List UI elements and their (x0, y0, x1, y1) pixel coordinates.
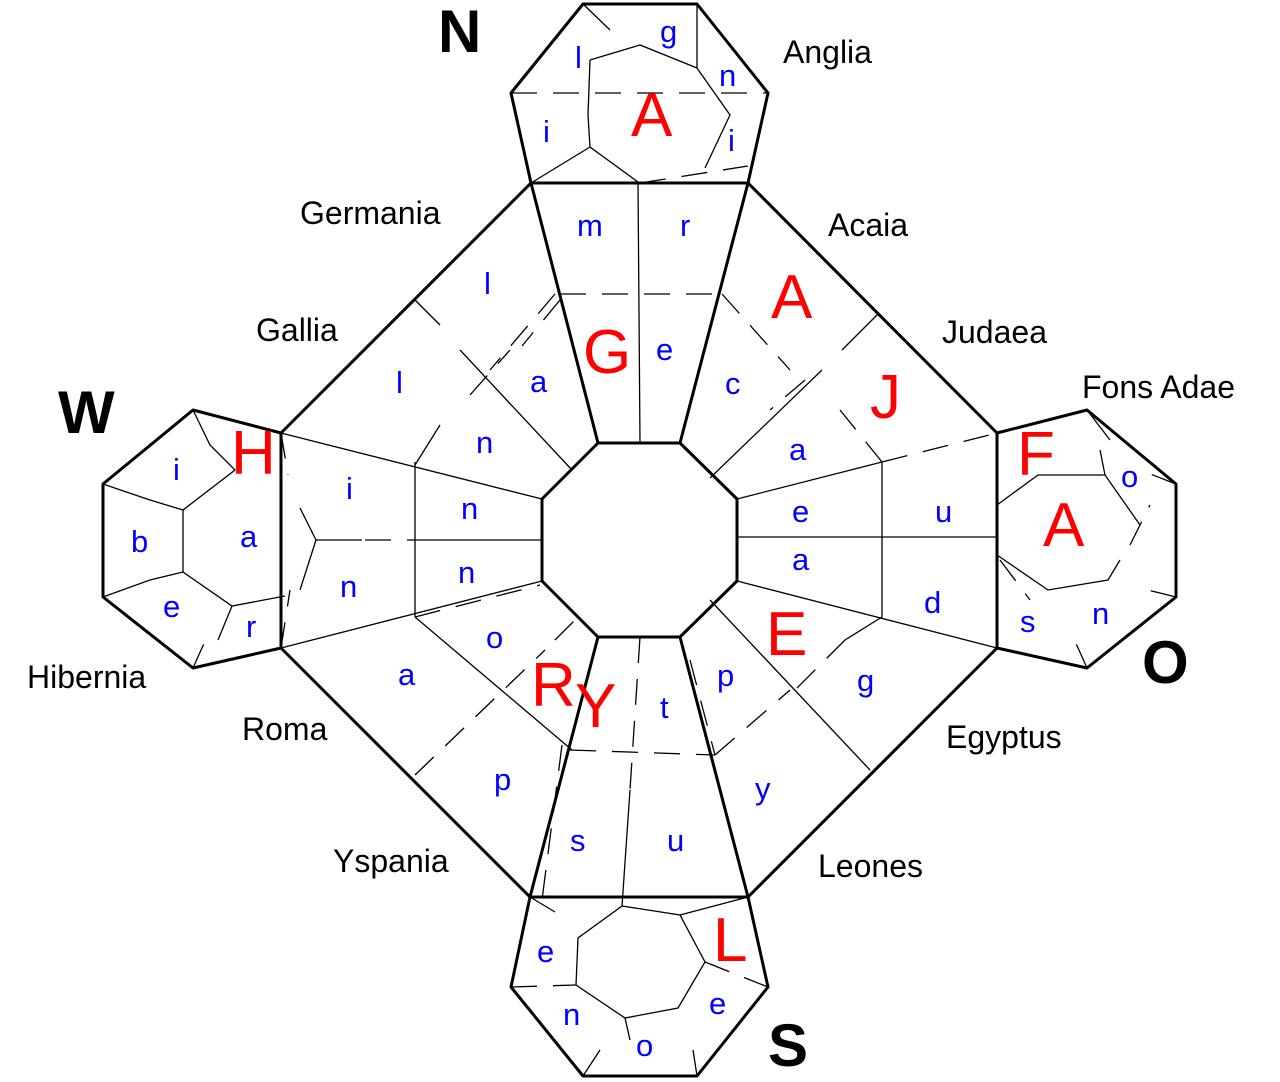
small-letter-lower-p2: p (494, 762, 511, 797)
big-letter-j: J (870, 363, 901, 432)
region-roma: Roma (242, 711, 328, 747)
small-letter-lower-g: g (857, 663, 874, 698)
big-letter-y: Y (575, 672, 616, 741)
small-letter-north-n: n (719, 58, 736, 93)
small-letter-east-e: e (792, 494, 809, 529)
north-stem-left (529, 182, 600, 444)
small-letter-west-e: e (163, 589, 180, 624)
small-letter-west-b: b (131, 524, 148, 559)
region-judaea: Judaea (942, 314, 1047, 350)
south-stem-right (678, 636, 750, 898)
ne-edge (746, 181, 999, 435)
small-letter-lower-a: a (398, 657, 416, 692)
compass-east: O (1142, 629, 1189, 696)
small-letter-warm-n3: n (458, 555, 475, 590)
small-letter-upper-r: r (680, 208, 690, 243)
big-letter-r: R (531, 651, 576, 720)
large-letters: A G A J H F A E R Y L (231, 81, 1085, 975)
small-letter-north-g: g (660, 14, 677, 49)
region-gallia: Gallia (256, 312, 338, 348)
sw-edge (279, 646, 532, 899)
small-letter-east-a1: a (789, 432, 807, 467)
small-letter-lower-t: t (660, 690, 669, 725)
region-acaia: Acaia (828, 207, 908, 243)
small-letter-east-u: u (935, 494, 952, 529)
small-letter-south-n: n (563, 997, 580, 1032)
compass-labels: N W O S (58, 0, 1189, 1079)
small-letter-lower-s: s (570, 823, 586, 858)
small-letter-north-l: l (575, 40, 582, 75)
nw-edge (279, 181, 533, 435)
big-letter-east-a: A (1043, 491, 1085, 560)
small-letter-fons-n: n (1092, 596, 1109, 631)
se-edge (746, 646, 999, 899)
big-letter-upper-right-a: A (771, 263, 813, 332)
small-letter-upper-l2: l (396, 365, 403, 400)
region-fons-adae: Fons Adae (1082, 369, 1235, 405)
small-letter-west-i: i (173, 452, 180, 487)
structural-outlines (101, 2, 1178, 1078)
small-letter-upper-m: m (577, 208, 603, 243)
small-letter-upper-c: c (725, 366, 741, 401)
small-letter-lower-p1: p (717, 658, 734, 693)
small-letter-lower-u: u (667, 823, 684, 858)
big-letter-e: E (766, 600, 807, 669)
south-stem-left (528, 636, 600, 898)
region-hibernia: Hibernia (27, 659, 146, 695)
small-letter-north-i2: i (728, 123, 735, 158)
small-letter-lower-o: o (486, 620, 503, 655)
big-letter-north-a: A (631, 81, 673, 150)
maze-lines-dashed (192, 92, 1177, 1041)
small-letter-fons-o: o (1121, 459, 1138, 494)
small-letter-south-e2: e (709, 986, 726, 1021)
small-letter-lower-y: y (755, 771, 771, 806)
region-egyptus: Egyptus (946, 719, 1062, 755)
small-letter-north-i1: i (543, 114, 550, 149)
small-letter-south-e1: e (537, 934, 554, 969)
region-labels: Anglia Germania Acaia Gallia Judaea Fons… (27, 34, 1235, 884)
small-letter-warm-n1: n (476, 425, 493, 460)
region-leones: Leones (818, 848, 923, 884)
compass-north: N (438, 0, 481, 65)
maze-lines-solid (102, 3, 1141, 1077)
small-letter-upper-e: e (656, 332, 673, 367)
big-letter-h: H (231, 419, 276, 488)
small-letter-warm-n4: n (340, 569, 357, 604)
compass-west: W (58, 379, 115, 446)
big-letter-l: L (713, 906, 747, 975)
small-letter-south-o: o (636, 1028, 653, 1063)
big-letter-g: G (583, 318, 631, 387)
center-octagon (540, 441, 739, 639)
small-letter-warm-n2: n (461, 491, 478, 526)
small-letter-east-d: d (924, 585, 941, 620)
small-letter-upper-a: a (530, 364, 548, 399)
small-letter-warm-i: i (346, 471, 353, 506)
region-anglia: Anglia (783, 34, 872, 70)
region-germania: Germania (300, 195, 441, 231)
big-letter-f: F (1017, 420, 1055, 489)
small-letter-east-a2: a (792, 542, 810, 577)
compass-south: S (768, 1012, 808, 1079)
small-letter-upper-l1: l (484, 266, 491, 301)
small-letter-west-r: r (246, 609, 256, 644)
region-yspania: Yspania (333, 843, 449, 879)
north-stem-right (678, 182, 750, 444)
small-letter-west-a: a (240, 519, 258, 554)
small-letter-fons-s: s (1020, 604, 1036, 639)
small-letters: g l n i i m r l e l a c a e a u d o s n … (131, 14, 1138, 1063)
